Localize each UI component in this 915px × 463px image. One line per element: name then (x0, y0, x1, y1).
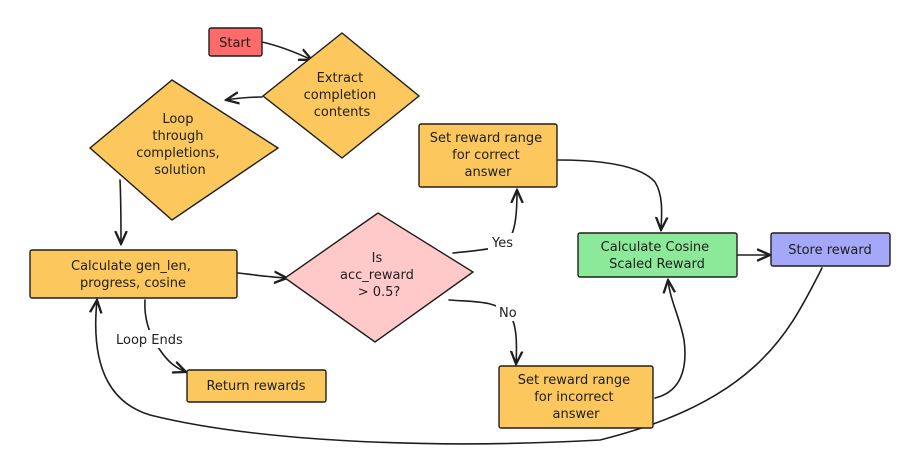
edge-loop-to-calculate (120, 179, 121, 244)
node-incorrect-shape (498, 365, 654, 429)
node-decision-line: Is (372, 251, 383, 266)
node-cosine: Calculate Cosine Scaled Reward (577, 232, 738, 278)
node-cosine-line: Scaled Reward (609, 257, 705, 272)
edge-incorrect-to-cosine (654, 280, 686, 399)
node-store: Store reward (770, 232, 891, 267)
node-calculate: Calculate gen_len, progress, cosine (29, 249, 238, 299)
edge-extract-to-loop (226, 97, 263, 100)
node-start: Start (208, 27, 263, 57)
node-cosine-shape (577, 232, 738, 278)
edge-calculate-to-decision (237, 273, 287, 278)
node-correct: Set reward range for correct answer (418, 123, 558, 188)
node-start-label: Start (219, 36, 251, 51)
node-extract-shape (261, 32, 421, 159)
edge-label-yes: Yes (491, 236, 513, 251)
node-correct-line: for correct (452, 148, 520, 163)
node-extract-label: Extract completion contents (304, 71, 381, 120)
node-return: Return rewards (186, 369, 327, 403)
node-return-line: Return rewards (206, 379, 305, 394)
node-calculate-shape (29, 249, 238, 299)
node-loop-shape (88, 79, 280, 221)
node-calculate-line: Calculate gen_len, (71, 259, 191, 274)
node-loop-label: Loop through completions, solution (136, 112, 224, 178)
node-decision-line: > 0.5? (358, 285, 401, 300)
node-incorrect-line: Set reward range (518, 373, 630, 388)
node-cosine-label: Calculate Cosine Scaled Reward (601, 240, 714, 272)
edge-calculate-to-return (144, 299, 186, 372)
node-extract-line: contents (314, 105, 371, 120)
node-incorrect-label: Set reward range for incorrect answer (518, 373, 635, 422)
edge-label-loop-ends: Loop Ends (116, 333, 183, 348)
node-incorrect: Set reward range for incorrect answer (498, 365, 654, 429)
edge-label-no-bg (496, 303, 520, 321)
node-calculate-label: Calculate gen_len, progress, cosine (71, 259, 195, 291)
node-incorrect-line: answer (553, 407, 601, 422)
node-extract: Extract completion contents (261, 32, 421, 159)
node-correct-label: Set reward range for correct answer (430, 131, 547, 180)
edge-label-no: No (499, 306, 517, 321)
node-loop: Loop through completions, solution (88, 79, 280, 221)
node-decision: Is acc_reward > 0.5? (283, 212, 475, 343)
node-decision-line: acc_reward (340, 268, 414, 283)
node-decision-shape (283, 212, 475, 343)
edge-label-yes-bg (488, 233, 522, 251)
edge-store-to-calculate-loopback (96, 267, 823, 445)
node-store-label: Store reward (788, 243, 872, 258)
node-return-label: Return rewards (206, 379, 305, 394)
node-incorrect-line: for incorrect (534, 390, 613, 405)
node-store-shape (770, 232, 891, 267)
node-return-shape (186, 369, 327, 403)
node-loop-line: Loop (162, 112, 193, 127)
edge-label-loop-ends-bg (113, 330, 191, 348)
edge-correct-to-cosine (557, 159, 662, 230)
node-correct-line: Set reward range (430, 131, 542, 146)
node-start-line: Start (219, 36, 251, 51)
node-extract-line: completion (304, 88, 377, 103)
node-loop-line: solution (154, 163, 205, 178)
node-correct-line: answer (465, 165, 513, 180)
node-loop-line: completions, (136, 146, 219, 161)
node-decision-label: Is acc_reward > 0.5? (340, 251, 418, 300)
node-calculate-line: progress, cosine (80, 276, 186, 291)
node-loop-line: through (152, 129, 203, 144)
node-start-shape (208, 27, 263, 57)
node-cosine-line: Calculate Cosine (601, 240, 710, 255)
node-correct-shape (418, 123, 558, 188)
node-store-line: Store reward (788, 243, 872, 258)
edge-start-to-extract (261, 41, 312, 60)
node-extract-line: Extract (317, 71, 364, 86)
